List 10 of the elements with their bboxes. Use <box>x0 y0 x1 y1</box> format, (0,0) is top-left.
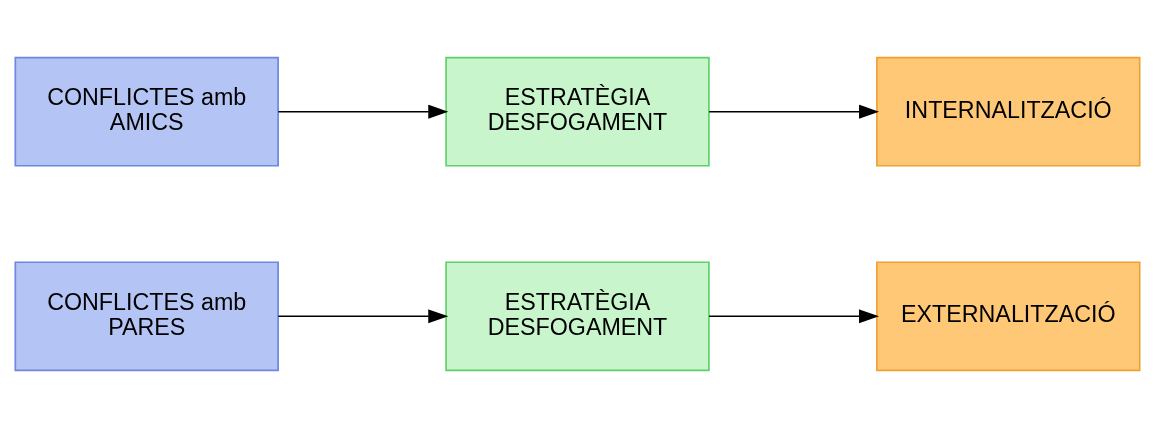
node-box: CONFLICTES amb AMICS <box>14 56 279 167</box>
node-box: ESTRATÈGIA DESFOGAMENT <box>445 56 710 167</box>
node-box: EXTERNALITZACIÓ <box>876 260 1141 371</box>
arrow <box>277 308 449 323</box>
arrow <box>708 308 880 323</box>
node-box: INTERNALITZACIÓ <box>876 56 1141 167</box>
arrow <box>708 104 880 119</box>
arrow <box>277 104 449 119</box>
node-box: CONFLICTES amb PARES <box>14 260 279 371</box>
node-box: ESTRATÈGIA DESFOGAMENT <box>445 260 710 371</box>
